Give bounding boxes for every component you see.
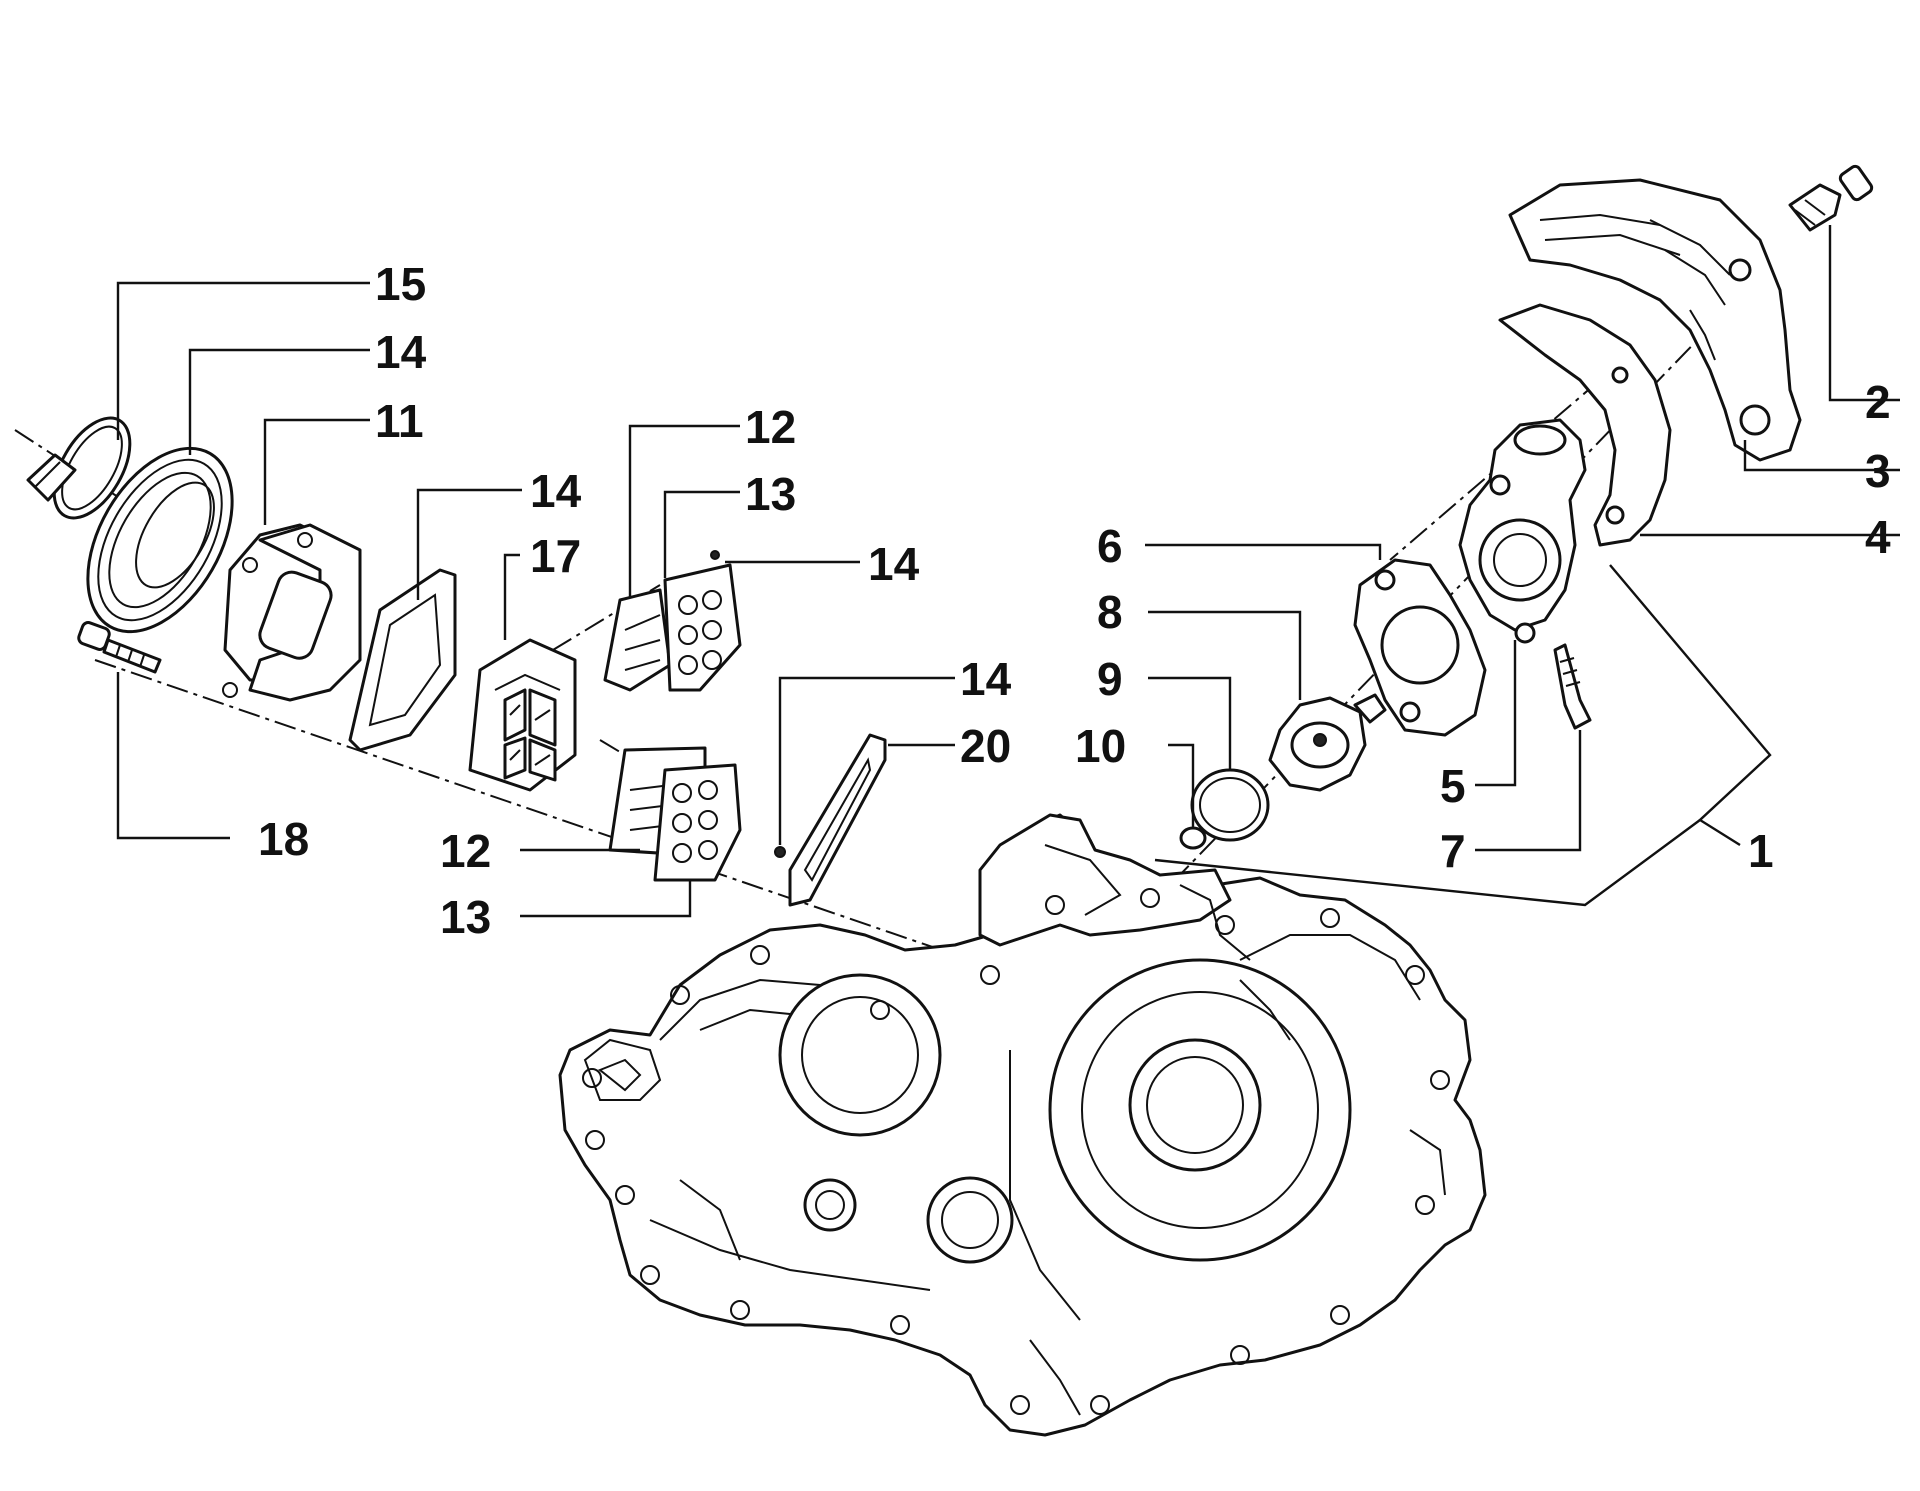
- callout-14-upper: 14: [868, 538, 920, 590]
- callout-15: 14: [530, 465, 582, 517]
- reed-gasket-15: [348, 568, 457, 752]
- reed-valve-block: [468, 638, 577, 792]
- reed-petals-upper: [603, 588, 672, 692]
- callout-2: 2: [1865, 376, 1891, 428]
- retaining-ring: [1190, 768, 1270, 842]
- small-washer: [1179, 826, 1207, 850]
- crankcase-half: [558, 813, 1487, 1437]
- small-screw-upper: [710, 550, 720, 560]
- callout-12-upper: 12: [745, 401, 796, 453]
- pump-impeller: [1268, 693, 1387, 792]
- shift-guard-plate: [1498, 303, 1672, 547]
- callout-3: 3: [1865, 445, 1891, 497]
- callout-1: 1: [1748, 825, 1774, 877]
- callout-labels: 15 14 11 14 17 12 13 14 14 20 12 13 18 6…: [258, 258, 1891, 943]
- reed-stop-lower: [653, 763, 742, 882]
- callout-6: 6: [1097, 520, 1123, 572]
- callout-19: 17: [530, 530, 581, 582]
- callout-20: 20: [960, 720, 1011, 772]
- screw-part-2: [1788, 164, 1874, 232]
- callout-18: 18: [258, 813, 309, 865]
- reed-gasket-20: [788, 733, 887, 907]
- pump-housing: [1458, 418, 1587, 644]
- callout-12-lower: 12: [440, 825, 491, 877]
- screw-part-7: [1553, 643, 1592, 730]
- callout-13-lower: 13: [440, 891, 491, 943]
- callout-14-lower: 14: [960, 653, 1012, 705]
- callout-8: 8: [1097, 586, 1123, 638]
- callout-11: 11: [375, 395, 424, 447]
- callout-4: 4: [1865, 511, 1891, 563]
- callout-9: 9: [1097, 653, 1123, 705]
- shift-lever-guard: [1508, 178, 1802, 462]
- leader-lines: [116, 225, 1900, 918]
- reed-spacer: [222, 523, 362, 702]
- hose-clamp: [26, 416, 132, 520]
- reed-stop-upper: [663, 563, 742, 692]
- callout-16: 14: [375, 326, 427, 378]
- pump-gasket: [1353, 558, 1487, 737]
- callout-7: 7: [1440, 825, 1466, 877]
- callout-13-upper: 13: [745, 468, 796, 520]
- small-screw-lower: [774, 846, 786, 858]
- callout-17: 15: [375, 258, 426, 310]
- callout-10: 10: [1075, 720, 1126, 772]
- bolt-part-18: [77, 621, 162, 674]
- callout-5: 5: [1440, 760, 1466, 812]
- intake-rubber: [86, 446, 234, 634]
